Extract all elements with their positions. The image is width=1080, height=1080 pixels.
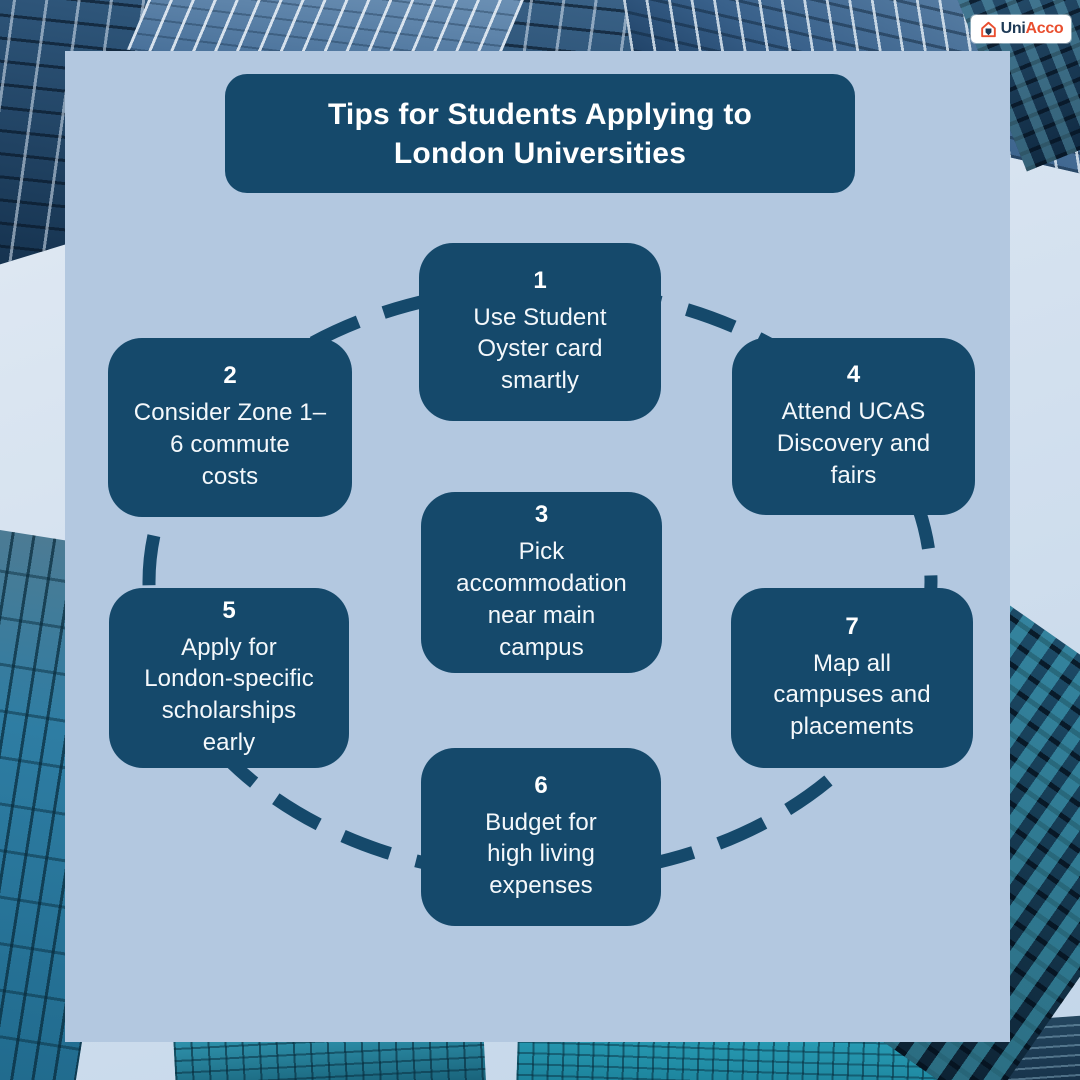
tip-number: 7 <box>845 612 859 640</box>
tip-number: 3 <box>534 501 549 529</box>
uniacco-house-icon <box>980 21 996 37</box>
tip-card-4: 4 Attend UCAS Discovery and fairs <box>732 338 975 515</box>
brand-name: UniAcco <box>1001 21 1064 37</box>
tip-text: Apply for London-specific scholarships e… <box>144 633 314 757</box>
brand-name-acco: Acco <box>1025 20 1064 37</box>
brand-name-uni: Uni <box>1000 20 1026 37</box>
tip-number: 4 <box>846 361 861 389</box>
tip-number: 2 <box>223 362 237 390</box>
tip-card-7: 7 Map all campuses and placements <box>731 588 973 768</box>
tip-text: Attend UCAS Discovery and fairs <box>776 398 931 489</box>
tip-card-6: 6 Budget for high living expenses <box>421 748 661 926</box>
tip-text: Use Student Oyster card smartly <box>473 303 607 395</box>
tip-card-5: 5 Apply for London-specific scholarships… <box>109 588 349 768</box>
tip-text: Budget for high living expenses <box>485 808 597 900</box>
tip-text: Map all campuses and placements <box>773 649 931 741</box>
tip-card-1: 1 Use Student Oyster card smartly <box>419 243 661 421</box>
title-banner: Tips for Students Applying to London Uni… <box>225 74 855 193</box>
tip-text: Consider Zone 1– 6 commute costs <box>133 399 327 490</box>
tip-text: Pick accommodation near main campus <box>456 538 627 661</box>
tip-card-3: 3 Pick accommodation near main campus <box>421 492 662 673</box>
uniacco-logo: UniAcco <box>971 15 1071 43</box>
tip-number: 6 <box>534 771 548 799</box>
tip-number: 1 <box>533 266 547 294</box>
tip-card-2: 2 Consider Zone 1– 6 commute costs <box>108 338 352 517</box>
page-title: Tips for Students Applying to London Uni… <box>327 97 753 170</box>
tip-number: 5 <box>222 596 236 624</box>
